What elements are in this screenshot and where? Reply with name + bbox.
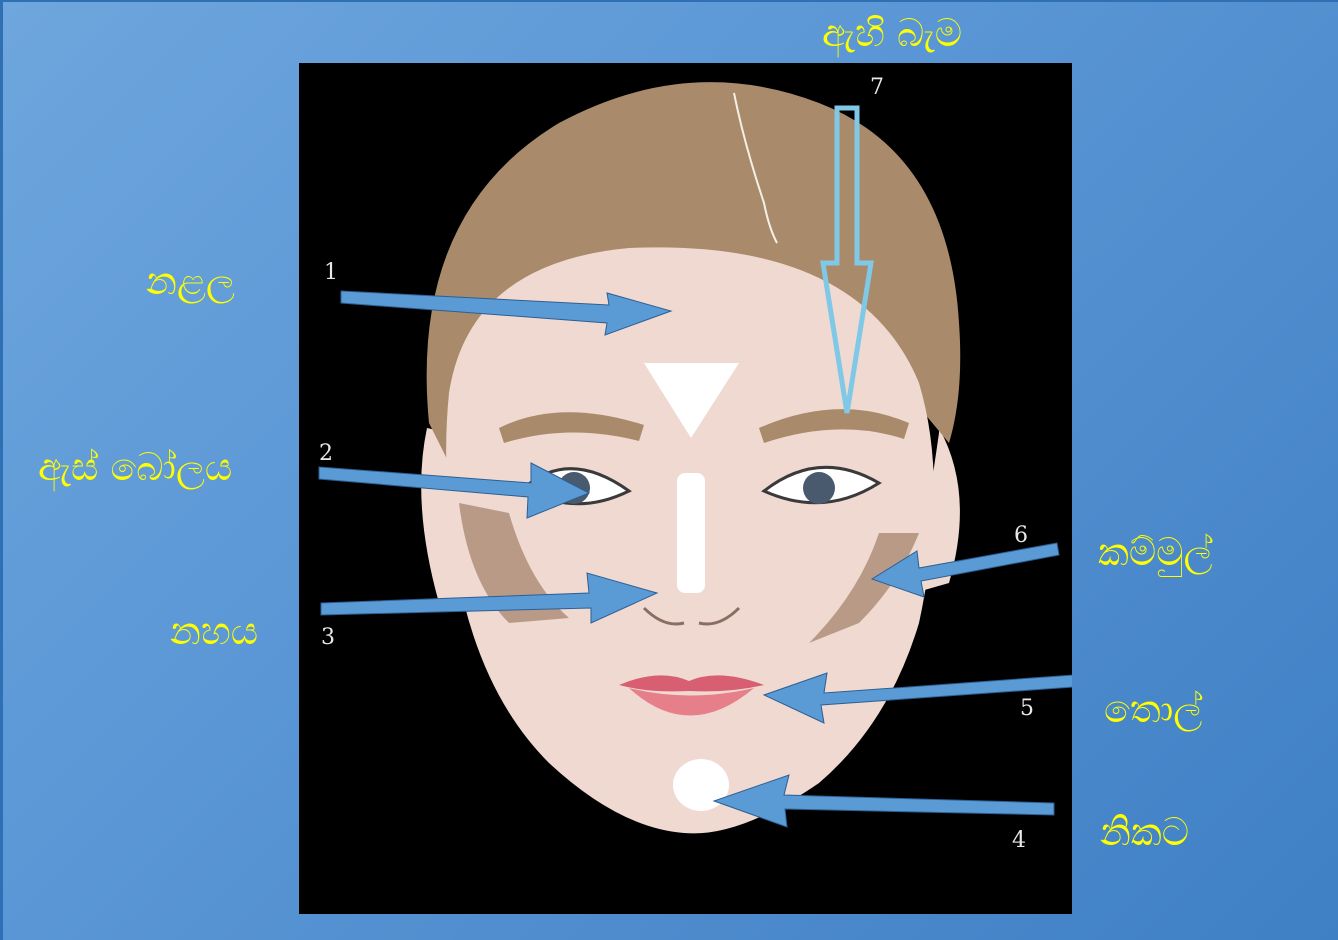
number-1: 1 (324, 260, 338, 285)
number-4: 4 (1012, 828, 1026, 853)
number-7: 7 (870, 75, 884, 100)
face-diagram-image: 1 2 3 4 5 6 7 (299, 63, 1072, 914)
label-eye-socket: ඇස් බෝලය (38, 448, 232, 486)
label-chin: නිකට (1100, 813, 1189, 851)
arrow-chin (714, 775, 1054, 827)
number-2: 2 (319, 441, 333, 466)
label-nose: නහය (170, 612, 258, 650)
label-eyebrow: ඇහි බැම (822, 14, 962, 52)
number-3: 3 (321, 625, 335, 650)
label-cheekbone: කම්මුල් (1098, 533, 1213, 571)
label-forehead: නළල (146, 262, 235, 300)
label-lips: තොල් (1104, 690, 1202, 728)
number-5: 5 (1020, 696, 1034, 721)
face-illustration (299, 63, 1072, 914)
number-6: 6 (1014, 523, 1028, 548)
